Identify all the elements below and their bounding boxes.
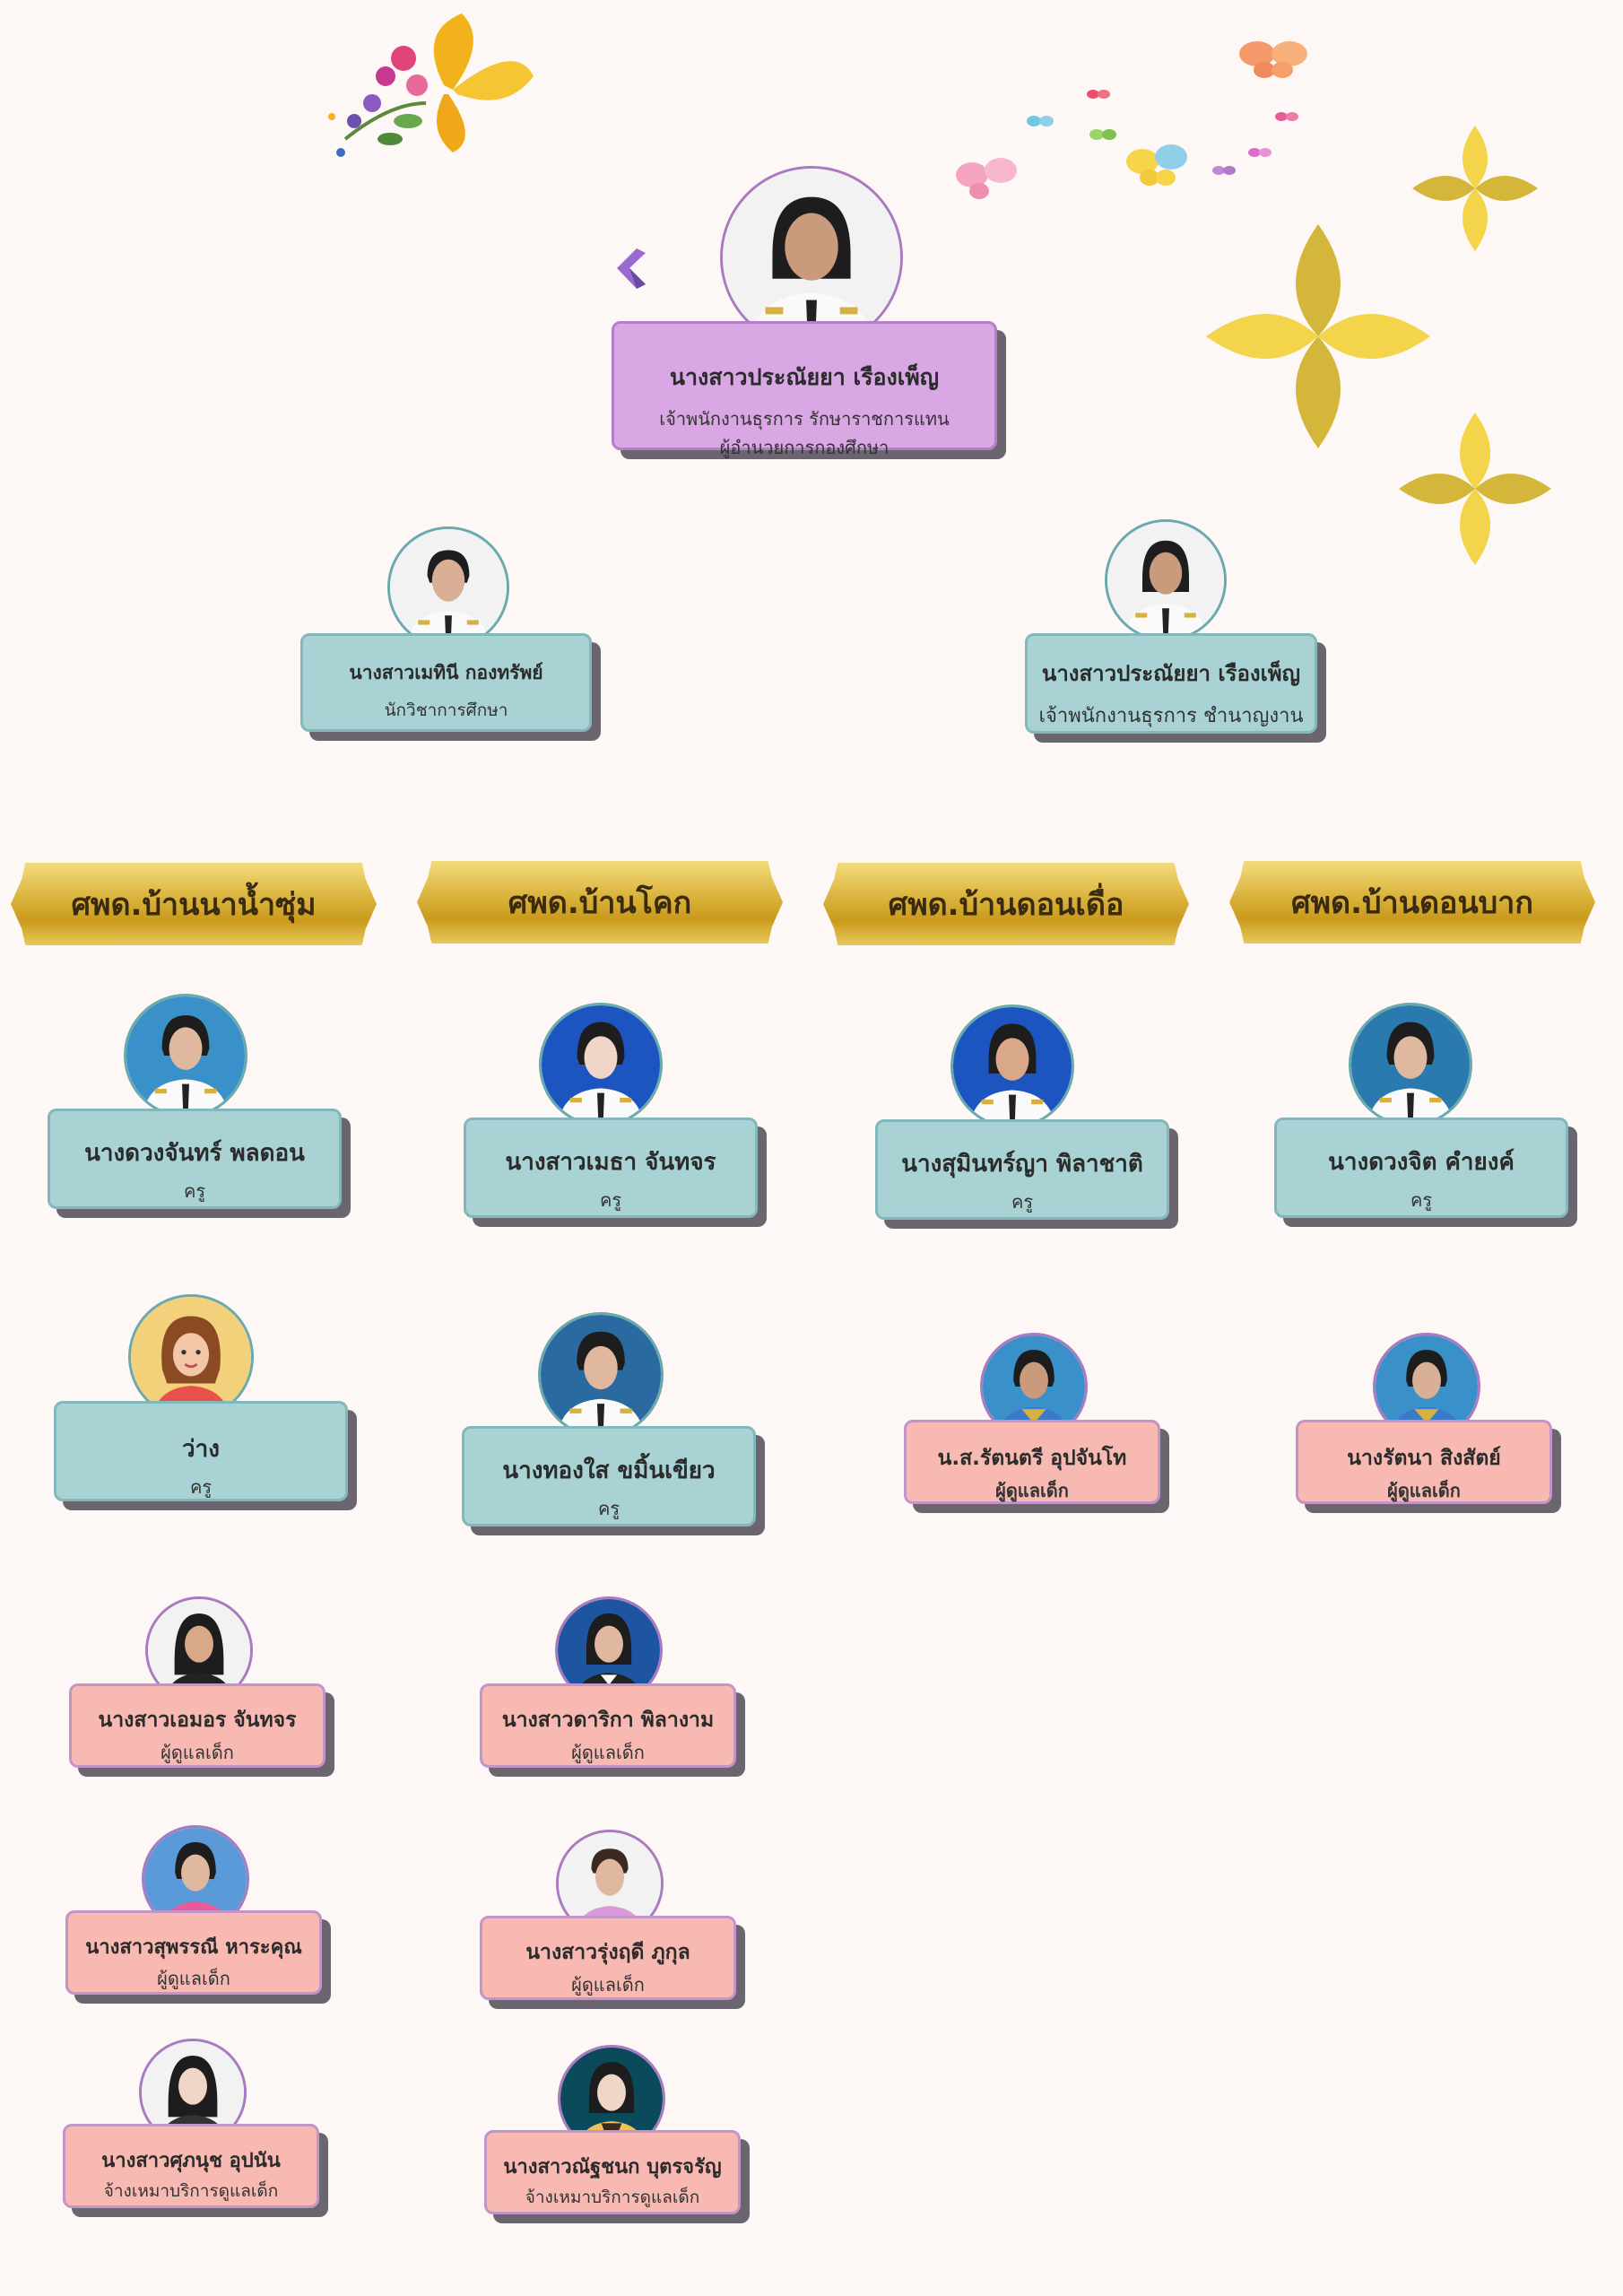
caregiver-name-1-3: นางสาวศุภนุช อุปนัน	[101, 2150, 281, 2172]
caregiver-role-2-1: ผู้ดูแลเด็ก	[571, 1742, 645, 1763]
caregiver-card-2-2: นางสาวรุ่งฤดี ภูกุล ผู้ดูแลเด็ก	[480, 1916, 736, 2000]
chevron-left-icon	[610, 244, 655, 293]
caregiver-role-1-3: จ้างเหมาบริการดูแลเด็ก	[103, 2181, 279, 2201]
caregiver-card-1-3: นางสาวศุภนุช อุปนัน จ้างเหมาบริการดูแลเด…	[63, 2124, 319, 2208]
center-title-4: ศพด.บ้านดอนบาก	[1291, 885, 1533, 921]
caregiver-name-1-1: นางสาวเอมอร จันทจร	[98, 1709, 297, 1732]
caregiver-role-2-2: ผู้ดูแลเด็ก	[571, 1974, 645, 1996]
director-role-line1: เจ้าพนักงานธุรการ รักษาราชการแทน	[659, 408, 950, 430]
teacher-photo-3-1	[950, 1004, 1074, 1128]
teacher-card-1-1: นางดวงจันทร์ พลดอน ครู	[48, 1109, 342, 1209]
caregiver-name-3-1: น.ส.รัตนตรี อุปจันโท	[937, 1447, 1127, 1470]
director-role-line2: ผู้อำนวยการกองศึกษา	[719, 437, 890, 458]
staff-name-1: นางสาวเมทินี กองทรัพย์	[349, 662, 543, 683]
staff-name-2: นางสาวประณัยยา เรืองเพ็ญ	[1041, 661, 1301, 686]
director-card: นางสาวประณัยยา เรืองเพ็ญ เจ้าพนักงานธุรก…	[612, 321, 997, 458]
teacher-name-2-2: นางทองใส ขมิ้นเขียว	[502, 1457, 716, 1484]
caregiver-card-2-1: นางสาวดาริกา พิลางาม ผู้ดูแลเด็ก	[480, 1683, 736, 1768]
teacher-role-2-1: ครู	[599, 1189, 622, 1211]
center-banner-2: ศพด.บ้านโคก	[417, 861, 783, 944]
caregiver-name-2-3: นางสาวณัฐชนก บุตรจรัญ	[503, 2156, 722, 2179]
gold-flower-small-top-decoration	[1412, 126, 1538, 251]
caregiver-name-2-2: นางสาวรุ่งฤดี ภูกุล	[525, 1941, 690, 1964]
caregiver-card-3-1: น.ส.รัตนตรี อุปจันโท ผู้ดูแลเด็ก	[904, 1420, 1160, 1504]
teacher-photo-2-1	[539, 1003, 663, 1126]
gold-flower-large-decoration	[1206, 224, 1430, 448]
center-title-1: ศพด.บ้านนาน้ำซุ่ม	[71, 887, 317, 923]
teacher-name-4-1: นางดวงจิต คำยงค์	[1328, 1149, 1515, 1176]
caregiver-role-2-3: จ้างเหมาบริการดูแลเด็ก	[525, 2187, 700, 2207]
caregiver-card-1-2: นางสาวสุพรรณี หาระคุณ ผู้ดูแลเด็ก	[65, 1910, 322, 1995]
teacher-role-2-2: ครู	[597, 1498, 621, 1519]
center-banner-4: ศพด.บ้านดอนบาก	[1229, 861, 1595, 944]
vacant-avatar-icon	[128, 1294, 254, 1420]
staff-role-1: นักวิชาการศึกษา	[384, 700, 508, 720]
caregiver-role-1-2: ผู้ดูแลเด็ก	[157, 1968, 230, 1989]
staff-role-2: เจ้าพนักงานธุรการ ชำนาญงาน	[1038, 705, 1304, 727]
director-photo	[720, 166, 903, 349]
teacher-name-1-2: ว่าง	[182, 1436, 220, 1463]
caregiver-card-2-3: นางสาวณัฐชนก บุตรจรัญ จ้างเหมาบริการดูแล…	[484, 2130, 741, 2214]
gold-flower-small-bottom-decoration	[1399, 413, 1551, 565]
staff-photo-2	[1105, 519, 1227, 641]
center-banner-1: ศพด.บ้านนาน้ำซุ่ม	[11, 863, 377, 945]
center-banner-3: ศพด.บ้านดอนเดื่อ	[823, 863, 1189, 945]
caregiver-name-4-1: นางรัตนา สิงสัตย์	[1347, 1447, 1501, 1470]
teacher-photo-1-1	[124, 994, 247, 1118]
teacher-name-2-1: นางสาวเมธา จันทจร	[505, 1149, 716, 1176]
staff-photo-1	[387, 526, 509, 648]
caregiver-role-3-1: ผู้ดูแลเด็ก	[995, 1480, 1069, 1501]
teacher-card-2-2: นางทองใส ขมิ้นเขียว ครู	[462, 1426, 756, 1526]
center-title-3: ศพด.บ้านดอนเดื่อ	[888, 887, 1124, 923]
caregiver-name-2-1: นางสาวดาริกา พิลางาม	[501, 1709, 715, 1732]
caregiver-role-4-1: ผู้ดูแลเด็ก	[1387, 1480, 1461, 1501]
center-title-2: ศพด.บ้านโคก	[508, 885, 692, 921]
teacher-name-1-1: นางดวงจันทร์ พลดอน	[84, 1140, 305, 1167]
teacher-name-3-1: นางสุมินทร์ญา พิลาชาติ	[901, 1151, 1143, 1178]
teacher-role-1-2: ครู	[189, 1476, 213, 1498]
caregiver-card-1-1: นางสาวเอมอร จันทจร ผู้ดูแลเด็ก	[69, 1683, 325, 1768]
teacher-role-1-1: ครู	[183, 1180, 206, 1202]
caregiver-role-1-1: ผู้ดูแลเด็ก	[161, 1742, 234, 1763]
staff-card-2: นางสาวประณัยยา เรืองเพ็ญ เจ้าพนักงานธุรก…	[1025, 633, 1317, 734]
teacher-role-3-1: ครู	[1011, 1191, 1034, 1213]
teacher-card-3-1: นางสุมินทร์ญา พิลาชาติ ครู	[875, 1119, 1169, 1220]
caregiver-card-4-1: นางรัตนา สิงสัตย์ ผู้ดูแลเด็ก	[1296, 1420, 1552, 1504]
flower-butterfly-decoration	[309, 4, 551, 166]
director-name: นางสาวประณัยยา เรืองเพ็ญ	[669, 364, 940, 390]
teacher-card-2-1: นางสาวเมธา จันทจร ครู	[464, 1118, 758, 1218]
teacher-role-4-1: ครู	[1410, 1189, 1433, 1211]
teacher-card-4-1: นางดวงจิต คำยงค์ ครู	[1274, 1118, 1568, 1218]
teacher-photo-4-1	[1349, 1003, 1472, 1126]
staff-card-1: นางสาวเมทินี กองทรัพย์ นักวิชาการศึกษา	[300, 633, 592, 732]
butterflies-decoration	[950, 18, 1354, 224]
teacher-card-1-2: ว่าง ครู	[54, 1401, 348, 1501]
teacher-photo-2-2	[538, 1312, 664, 1438]
caregiver-name-1-2: นางสาวสุพรรณี หาระคุณ	[85, 1936, 302, 1959]
